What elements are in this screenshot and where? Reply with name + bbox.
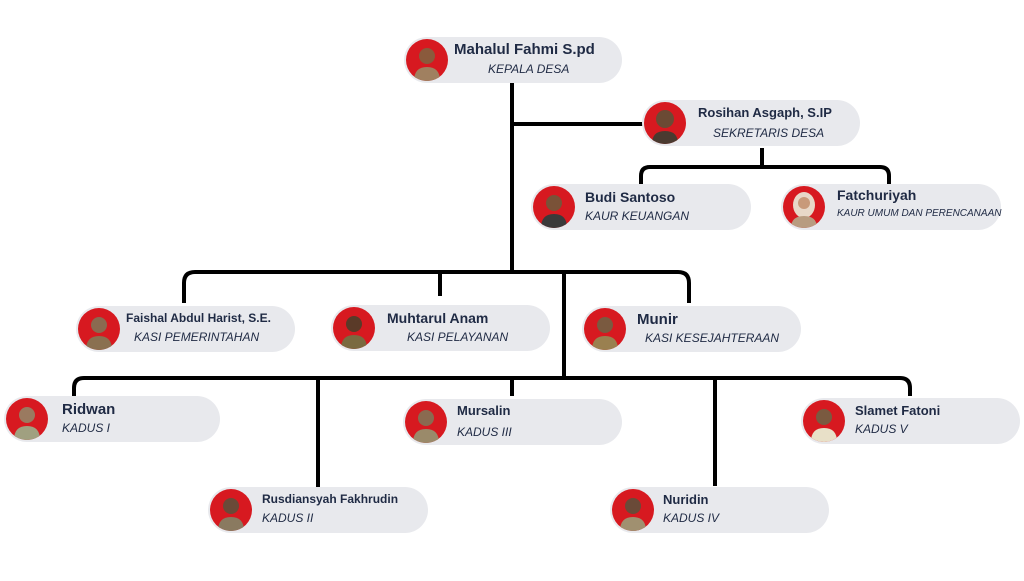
person-role: SEKRETARIS DESA	[713, 126, 825, 140]
person-name: Faishal Abdul Harist, S.E.	[126, 311, 271, 325]
person-photo-icon	[414, 48, 440, 81]
card-kaur-umum[interactable]: Fatchuriyah KAUR UMUM DAN PERENCANAAN	[781, 184, 1001, 230]
person-name: Munir	[637, 311, 678, 328]
card-kadus-iii[interactable]: Mursalin KADUS III	[403, 399, 622, 445]
person-photo-icon	[592, 317, 618, 350]
person-photo-icon	[620, 498, 646, 531]
avatar	[210, 489, 252, 531]
person-photo-icon	[791, 192, 817, 228]
avatar	[406, 39, 448, 81]
avatar	[6, 398, 48, 440]
person-photo-icon	[811, 409, 837, 442]
person-name: Rusdiansyah Fakhrudin	[262, 492, 399, 506]
connector-kaur	[639, 148, 891, 184]
person-name: Mahalul Fahmi S.pd	[454, 41, 595, 58]
person-role: KADUS II	[262, 511, 314, 525]
person-photo-icon	[341, 316, 367, 349]
person-photo-icon	[413, 410, 439, 443]
card-kaur-keuangan[interactable]: Budi Santoso KAUR KEUANGAN	[531, 184, 751, 230]
card-sekretaris-desa[interactable]: Rosihan Asgaph, S.IP SEKRETARIS DESA	[642, 100, 860, 146]
avatar	[783, 186, 825, 228]
person-photo-icon	[14, 407, 40, 440]
card-kasi-pemerintahan[interactable]: Faishal Abdul Harist, S.E. KASI PEMERINT…	[76, 306, 295, 352]
person-photo-icon	[86, 317, 112, 350]
card-kadus-iv[interactable]: Nuridin KADUS IV	[610, 487, 829, 533]
person-role: KADUS I	[62, 421, 111, 435]
person-name: Muhtarul Anam	[387, 310, 489, 326]
connector-kasi	[182, 270, 691, 303]
person-name: Ridwan	[62, 401, 116, 418]
avatar	[333, 307, 375, 349]
avatar	[644, 102, 686, 144]
card-kadus-i[interactable]: Ridwan KADUS I	[4, 396, 220, 442]
person-role: KADUS IV	[663, 511, 720, 525]
person-role: KASI PELAYANAN	[407, 330, 509, 344]
avatar	[533, 186, 575, 228]
person-role: KADUS III	[457, 425, 512, 439]
card-kadus-ii[interactable]: Rusdiansyah Fakhrudin KADUS II	[208, 487, 428, 533]
person-photo-icon	[541, 195, 567, 228]
person-role: KAUR UMUM DAN PERENCANAAN	[837, 208, 1002, 219]
person-name: Rosihan Asgaph, S.IP	[698, 105, 832, 120]
person-role: KASI PEMERINTAHAN	[134, 330, 260, 344]
avatar	[803, 400, 845, 442]
person-role: KEPALA DESA	[488, 62, 570, 76]
person-role: KADUS V	[855, 422, 908, 436]
card-kasi-pelayanan[interactable]: Muhtarul Anam KASI PELAYANAN	[331, 305, 550, 351]
avatar	[405, 401, 447, 443]
person-name: Fatchuriyah	[837, 187, 917, 203]
card-kepala-desa[interactable]: Mahalul Fahmi S.pd KEPALA DESA	[404, 37, 622, 83]
person-photo-icon	[652, 110, 678, 144]
person-photo-icon	[218, 498, 244, 531]
avatar	[78, 308, 120, 350]
card-kasi-kesejahteraan[interactable]: Munir KASI KESEJAHTERAAN	[582, 306, 801, 352]
card-kadus-v[interactable]: Slamet Fatoni KADUS V	[801, 398, 1020, 444]
person-name: Mursalin	[457, 403, 511, 418]
person-name: Slamet Fatoni	[855, 403, 941, 418]
person-name: Nuridin	[663, 492, 709, 507]
avatar	[584, 308, 626, 350]
avatar	[612, 489, 654, 531]
person-name: Budi Santoso	[585, 189, 676, 205]
connector-kadus	[72, 376, 912, 488]
person-role: KASI KESEJAHTERAAN	[645, 331, 780, 345]
person-role: KAUR KEUANGAN	[585, 209, 690, 223]
